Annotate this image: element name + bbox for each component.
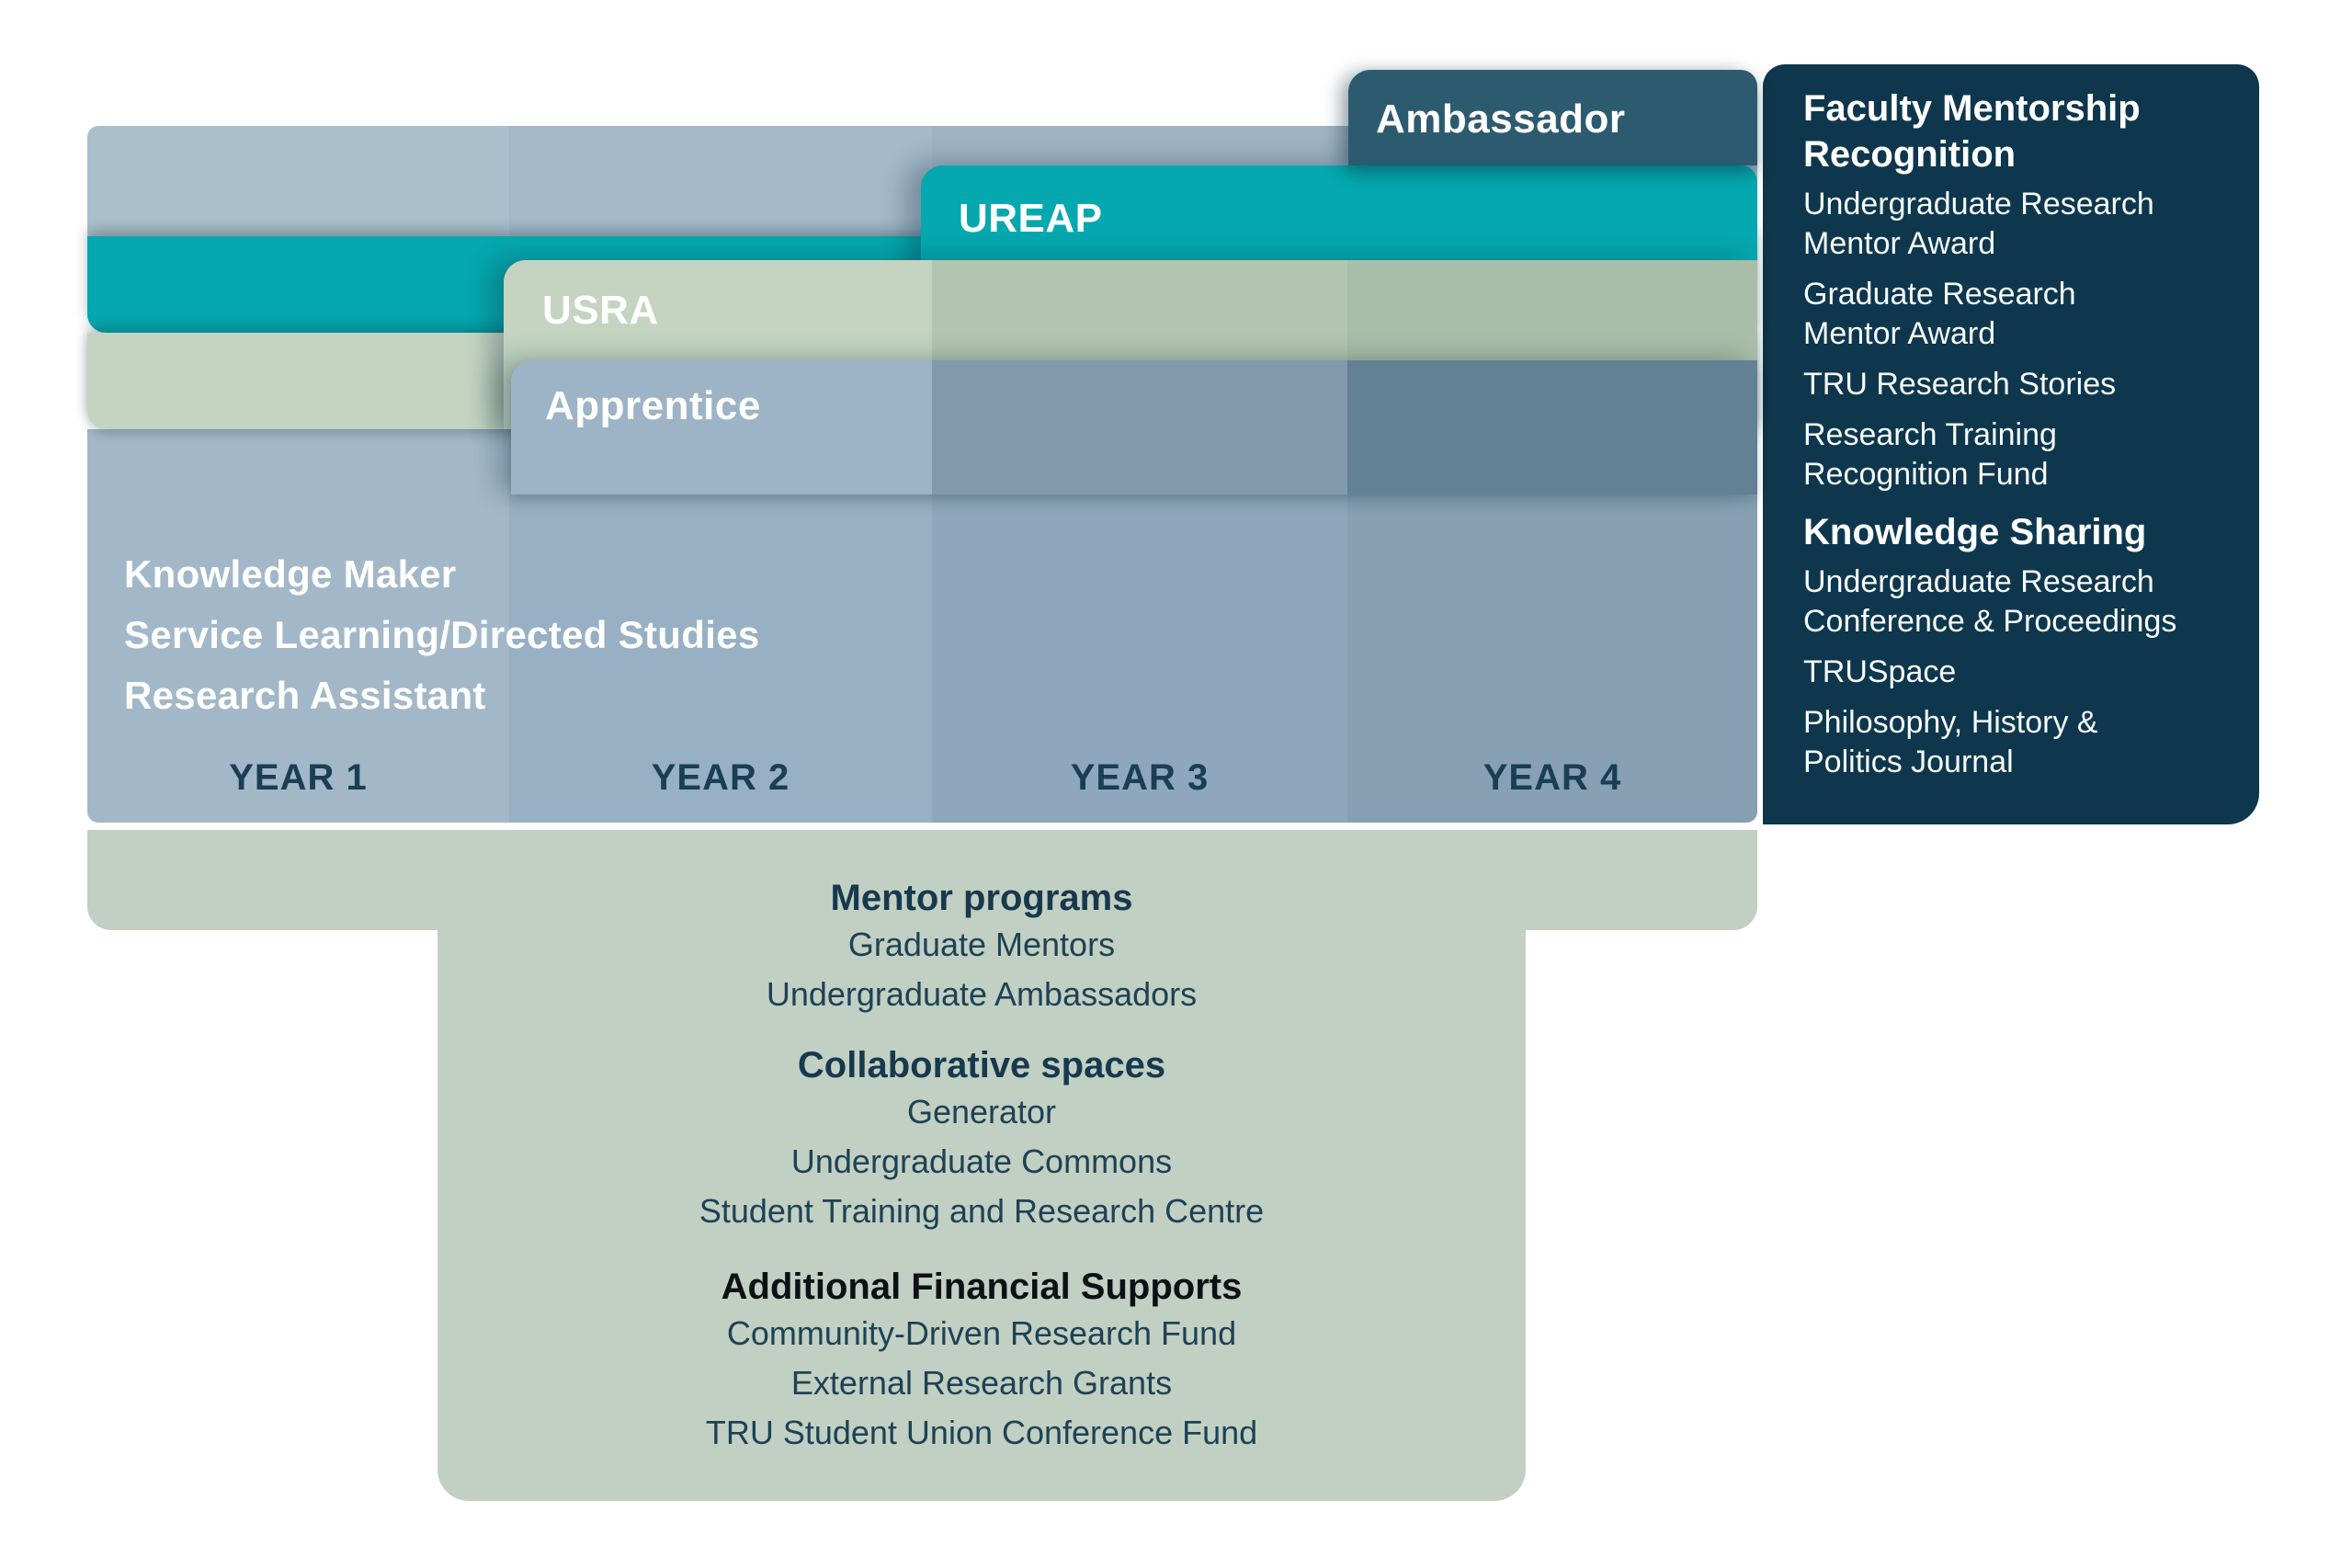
supports-panel-tall (437, 830, 1526, 1501)
base-program-list: Knowledge Maker Service Learning/Directe… (124, 544, 759, 726)
bottom-panel-item: Undergraduate Commons (790, 1142, 1173, 1180)
side-panel-item: TRU Research Stories (1803, 367, 2117, 402)
supports-panel-wide-strip (87, 830, 1757, 930)
bottom-panel-item: Student Training and Research Centre (699, 1192, 1265, 1230)
ureap-label: UREAP (959, 196, 1103, 241)
apprentice-band-tab (511, 360, 1757, 494)
bottom-panel-heading: Mentor programs (830, 878, 1133, 918)
year-3-label: YEAR 3 (1070, 757, 1210, 798)
base-program-service-learning: Service Learning/Directed Studies (124, 613, 760, 656)
base-program-research-assistant: Research Assistant (124, 674, 486, 717)
year-1-label: YEAR 1 (229, 757, 368, 798)
side-panel-heading: Knowledge Sharing (1803, 512, 2147, 552)
bottom-panel-item: Undergraduate Ambassadors (766, 975, 1198, 1013)
bottom-panel-item: Community-Driven Research Fund (726, 1314, 1237, 1352)
base-program-knowledge-maker: Knowledge Maker (124, 552, 457, 596)
year-4-label: YEAR 4 (1483, 757, 1622, 798)
bottom-panel-item: Generator (906, 1093, 1057, 1131)
bottom-panel-item: External Research Grants (790, 1364, 1173, 1402)
chart-year-grid-body (87, 429, 1757, 823)
bottom-panel-heading: Additional Financial Supports (721, 1267, 1243, 1307)
apprentice-label: Apprentice (545, 383, 761, 428)
bottom-panel-item: TRU Student Union Conference Fund (705, 1414, 1258, 1451)
ambassador-band (1348, 70, 1757, 165)
side-panel-item: Philosophy, History &Politics Journal (1803, 705, 2098, 779)
year-2-label: YEAR 2 (651, 757, 790, 798)
ambassador-label: Ambassador (1376, 97, 1626, 142)
bottom-panel-heading: Collaborative spaces (797, 1045, 1166, 1085)
side-panel-item: TRUSpace (1803, 654, 1957, 689)
usra-label: USRA (542, 288, 659, 333)
bottom-panel-item: Graduate Mentors (847, 926, 1116, 963)
